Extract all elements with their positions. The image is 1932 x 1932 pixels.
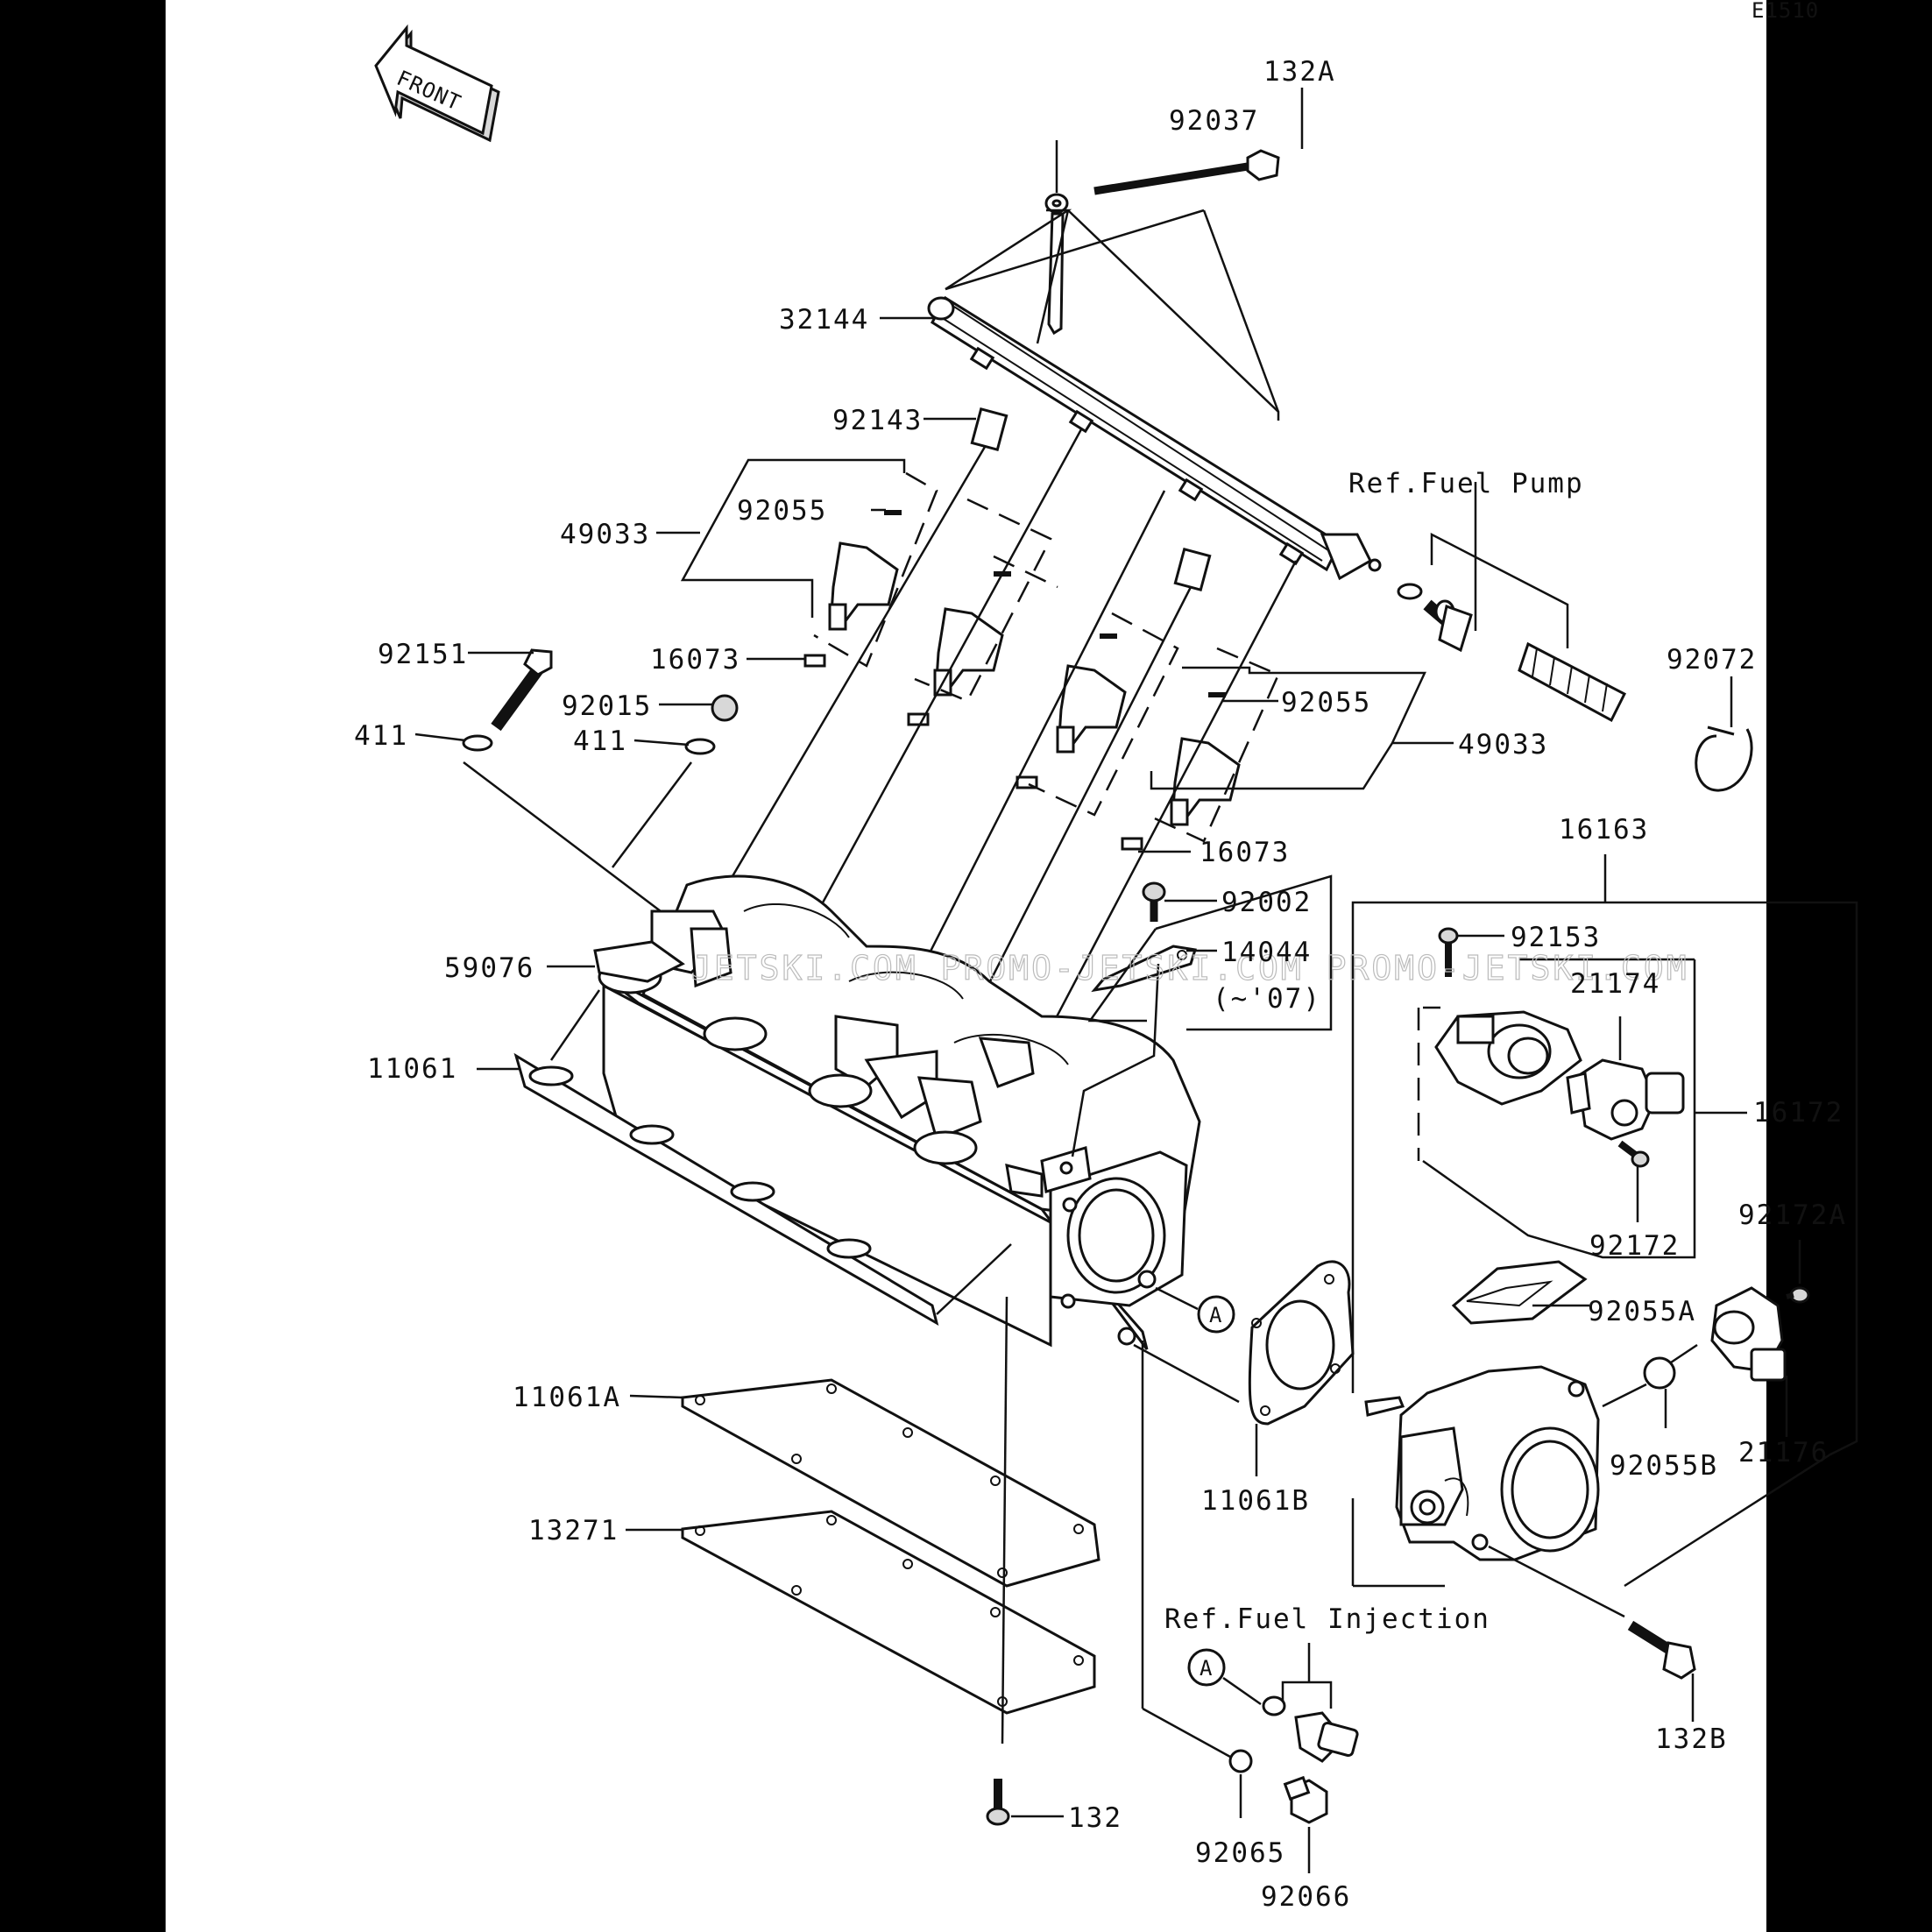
label-92066: 92066 [1261,1881,1351,1913]
diagram-sheet: FRONT E1510 [166,0,1858,1932]
plug-92066 [1283,1775,1328,1824]
label-14044: 14044 [1221,937,1312,968]
label-92153: 92153 [1511,922,1601,953]
bolt-132 [986,1779,1010,1826]
o-ring-92055B [1643,1356,1676,1390]
label-14044-note: (~'07) [1213,983,1321,1015]
screw-92172A [1786,1286,1810,1304]
isc-valve-21174 [1566,1058,1685,1141]
fuel-pipe-59076 [593,940,685,983]
label-411-left: 411 [354,720,408,752]
gasket-11061 [513,1052,939,1327]
fuel-hose-clamp [1397,583,1473,653]
callout-a-lower: A [1187,1648,1226,1687]
label-21174: 21174 [1570,968,1660,1000]
injector-3 [1056,664,1127,754]
label-16073-right: 16073 [1200,837,1290,868]
label-13271: 13271 [528,1515,619,1546]
label-11061A: 11061A [513,1382,621,1413]
label-92055A: 92055A [1588,1296,1696,1327]
gasket-11061A [681,1378,1100,1588]
bolt-132B [1627,1620,1696,1680]
watermark: JETSKI.COM PROMO-JETSKI.COM PROMO-JETSKI… [691,949,1689,987]
label-92055-left: 92055 [737,495,827,527]
fuel-rail-32144 [927,295,1382,581]
bolt-92002 [1142,881,1166,922]
label-92072: 92072 [1667,644,1757,676]
washer-411-right [684,738,716,755]
svg-text:A: A [1209,1303,1222,1327]
gasket-11061B [1248,1260,1355,1426]
clip-92072 [1695,725,1753,792]
label-32144: 32144 [779,304,869,336]
svg-text:A: A [1200,1656,1213,1681]
label-92143: 92143 [832,405,923,436]
label-92015: 92015 [562,690,652,722]
injector-4 [1170,737,1241,826]
injector-1 [828,541,899,631]
adapter-16172 [1434,1010,1582,1106]
throttle-body [1364,1365,1600,1561]
callout-a-upper: A [1197,1295,1235,1334]
gasket-13271 [681,1510,1096,1715]
temp-sensor [1262,1695,1359,1763]
bolt-132A [1093,149,1280,195]
fuel-hose-protector [1518,641,1627,723]
washer-92065 [1228,1749,1253,1773]
label-92065: 92065 [1195,1837,1285,1869]
screw-92153 [1438,927,1459,977]
label-92055-right: 92055 [1281,687,1371,718]
label-92151: 92151 [378,639,468,670]
label-132B: 132B [1655,1723,1728,1755]
nut-92015 [711,694,739,722]
label-92037: 92037 [1169,105,1259,137]
label-49033-left: 49033 [560,519,650,550]
label-411-right: 411 [573,725,627,757]
label-ref-fuel-injection: Ref.Fuel Injection [1164,1603,1490,1635]
bolt-92151 [491,648,553,732]
parts-diagram: FRONT E1510 [354,0,1858,1913]
label-16163: 16163 [1559,814,1649,846]
intake-manifold [598,874,1201,1350]
label-92055B: 92055B [1610,1450,1718,1482]
label-92002: 92002 [1221,887,1312,918]
label-59076: 59076 [444,952,534,984]
label-92172A: 92172A [1738,1200,1847,1231]
label-92172: 92172 [1589,1230,1680,1262]
front-arrow-icon: FRONT [374,24,500,143]
label-11061B: 11061B [1201,1485,1310,1517]
label-49033-right: 49033 [1458,729,1548,761]
label-11061: 11061 [367,1053,457,1085]
label-21176: 21176 [1738,1437,1829,1468]
label-132: 132 [1068,1802,1122,1834]
label-ref-fuel-pump: Ref.Fuel Pump [1348,468,1584,499]
tps-sensor-21176 [1710,1286,1787,1382]
gasket-92055A [1451,1260,1588,1325]
label-132A: 132A [1263,56,1336,88]
washer-411-left [462,734,493,752]
screw-92172 [1617,1140,1650,1168]
label-16073-left: 16073 [650,644,740,676]
label-16172: 16172 [1753,1097,1844,1129]
diagram-code: E1510 [1752,0,1819,23]
